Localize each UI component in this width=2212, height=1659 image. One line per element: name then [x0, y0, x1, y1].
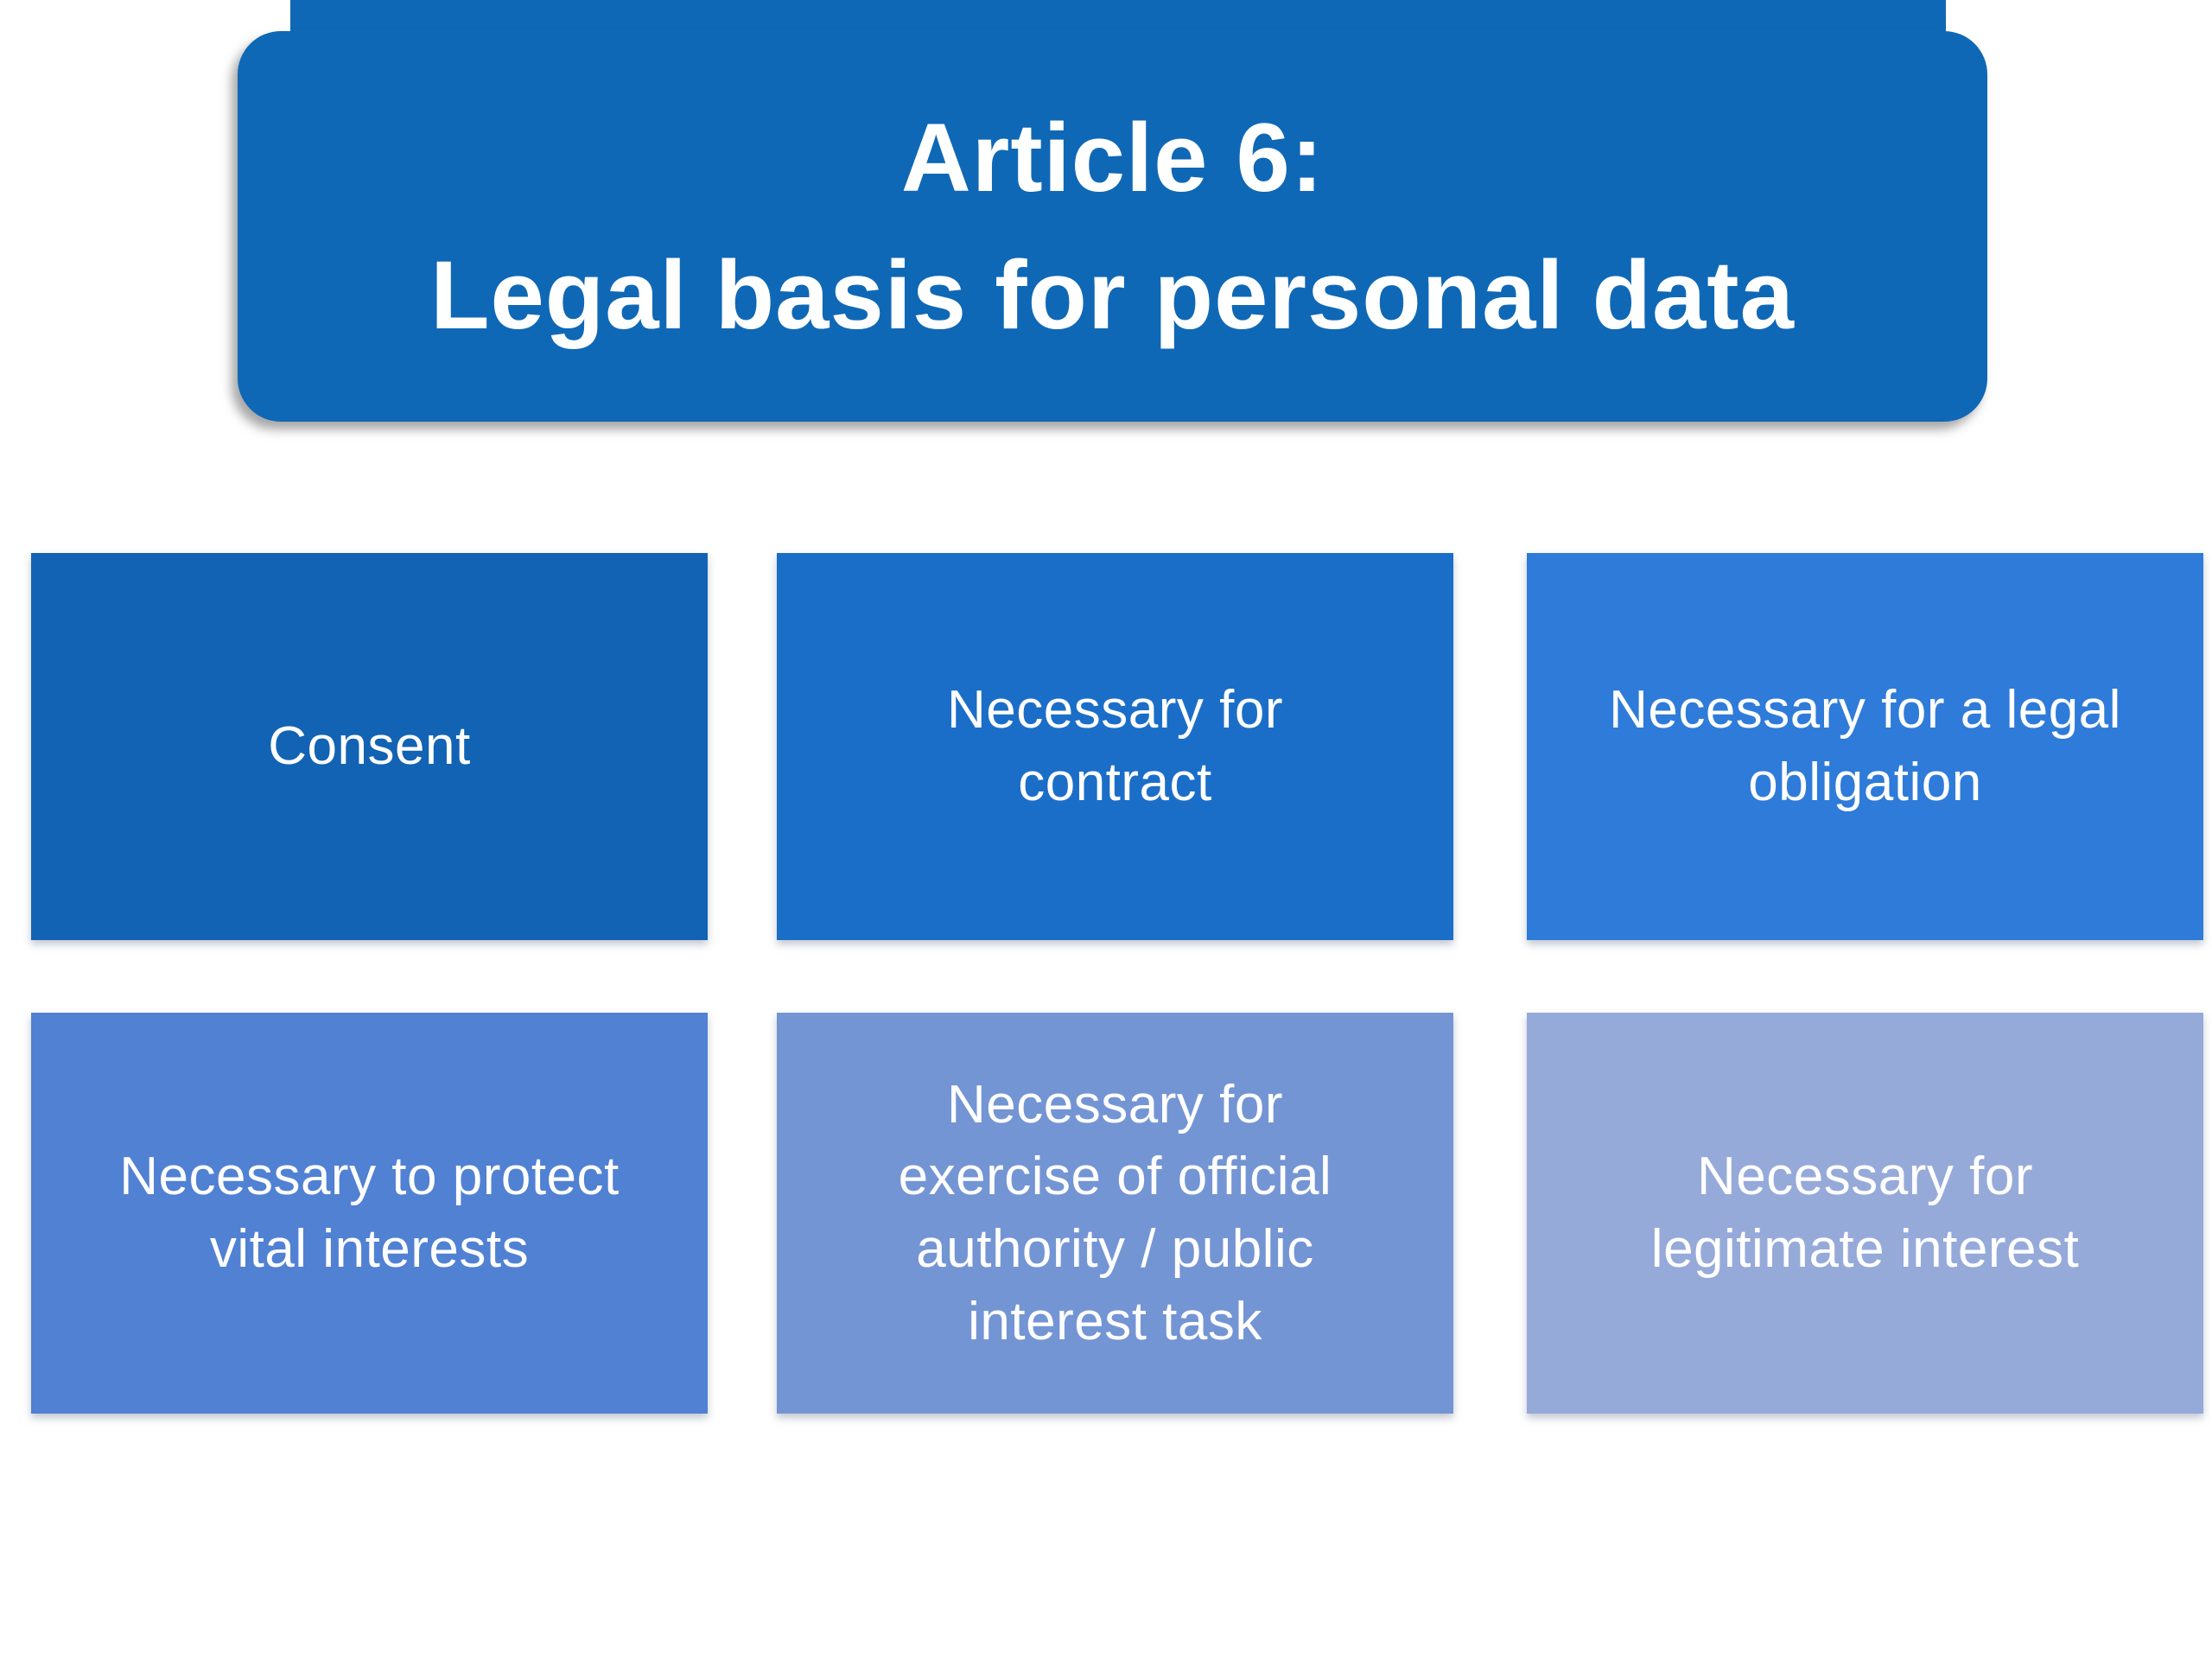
box-legal-obligation-label: Necessary for a legal obligation — [1609, 680, 2121, 812]
box-legitimate-interest: Necessary for legitimate interest — [1527, 1013, 2203, 1414]
box-necessary-for-contract: Necessary for contract — [777, 553, 1453, 940]
box-vital-interests-label: Necessary to protect vital interests — [119, 1147, 620, 1279]
box-official-authority: Necessary for exercise of official autho… — [777, 1013, 1453, 1414]
box-necessary-for-contract-label: Necessary for contract — [947, 680, 1283, 812]
box-vital-interests: Necessary to protect vital interests — [31, 1013, 708, 1414]
title-top-strip — [290, 0, 1946, 33]
title-box: Article 6: Legal basis for personal data — [238, 31, 1987, 422]
box-consent: Consent — [31, 553, 708, 940]
box-official-authority-label: Necessary for exercise of official autho… — [898, 1074, 1332, 1351]
box-legal-obligation: Necessary for a legal obligation — [1527, 553, 2203, 940]
box-consent-label: Consent — [268, 716, 471, 777]
box-legitimate-interest-label: Necessary for legitimate interest — [1650, 1147, 2080, 1279]
page-title: Article 6: Legal basis for personal data — [430, 103, 1795, 349]
